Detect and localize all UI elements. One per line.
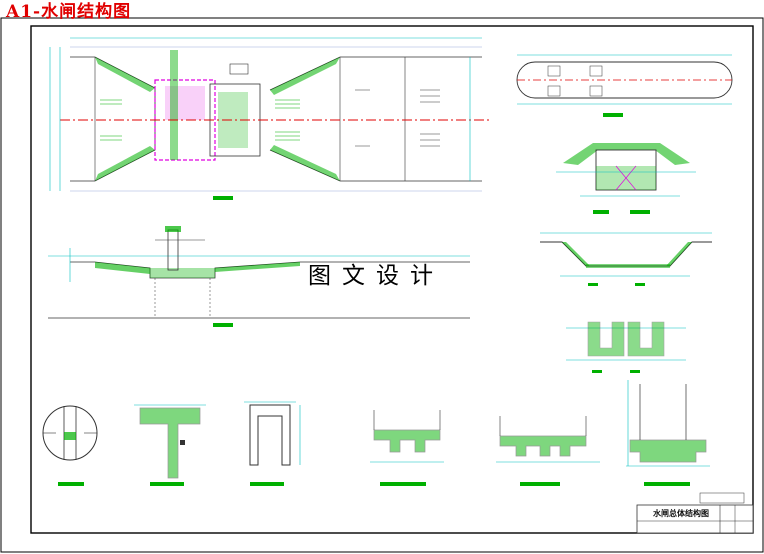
channel-section (540, 232, 712, 286)
detail-frame (244, 401, 301, 486)
gate-chamber-section (556, 143, 696, 214)
title-block-label: 水闸总体结构图 (653, 509, 709, 518)
inner-frame (30, 25, 754, 534)
culvert-section (566, 321, 686, 373)
sheet-title: A1-水闸结构图 (6, 2, 132, 22)
detail-slab-3 (626, 380, 710, 486)
detail-wall (134, 404, 206, 486)
title-block (636, 492, 754, 534)
outer-frame (0, 17, 764, 553)
plan-view (49, 37, 492, 200)
detail-slab-2 (496, 416, 600, 486)
detail-circle (42, 405, 98, 486)
longitudinal-section (48, 226, 470, 327)
gate-pier-plan (516, 54, 733, 117)
detail-slab-1 (370, 410, 444, 486)
watermark-text: 图文设计 (308, 263, 444, 289)
